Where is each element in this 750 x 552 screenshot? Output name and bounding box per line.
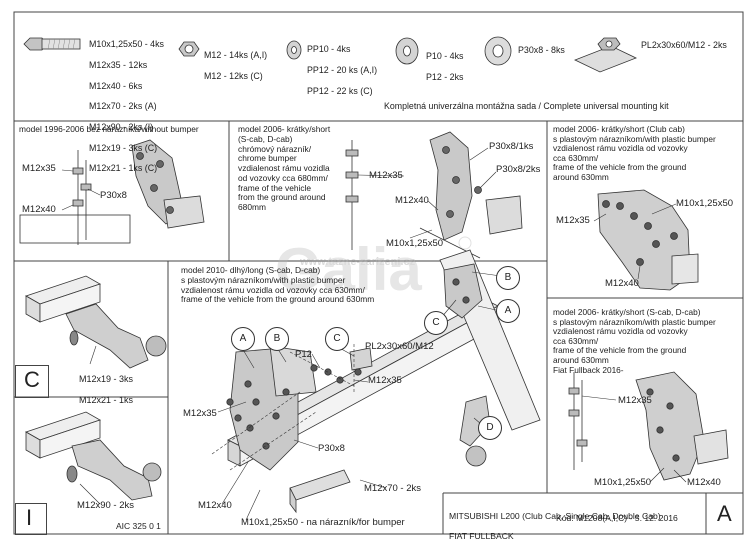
watermark-logo: Galia www.tazne-zarizeni.cz (275, 236, 472, 303)
callout-m12x40: M12x40 (22, 204, 56, 215)
bolt-item: M12x70 - 2ks (A) (89, 101, 157, 112)
panel-c-drawing (25, 275, 167, 369)
bolt-item: M12x40 - 6ks (89, 80, 143, 91)
callout-m12x40: M12x40 (198, 500, 232, 511)
callout-m12x70: M12x70 - 2ks (364, 483, 422, 494)
plate-label: PL2x30x60/M12 - 2ks (641, 40, 727, 50)
spacer-drawing (484, 36, 512, 66)
sheet-drawing: Galia www.tazne-zarizeni.cz (13, 11, 744, 535)
callout-m12x35-left: M12x35 (183, 408, 217, 419)
panel-1996-leaders (61, 169, 101, 211)
plate-drawing (573, 37, 638, 73)
panel-c-letter-box: C (15, 365, 49, 398)
washer-p-drawing (395, 37, 419, 65)
callout-m12x40: M12x40 (687, 477, 721, 488)
callout-m12x21: M12x21 - 1ks (79, 395, 134, 406)
panel-i-letter-box: I (15, 503, 47, 535)
footer-vehicle: MITSUBISHI L200 (Club Cab, Single Cab, D… (449, 502, 704, 552)
panel-i-letter: I (26, 505, 33, 530)
callout-p30x8: P30x8 (318, 443, 345, 454)
callout-m12x35-right: M12x35 (368, 375, 402, 386)
panel-2006dcab-leaders (581, 395, 687, 483)
callout-a-right: A (496, 299, 520, 323)
callout-b-left: B (265, 327, 289, 351)
panel-2006club-leaders (593, 203, 677, 280)
callout-m10x125x50: M10x1,25x50 (386, 238, 444, 249)
callout-m12x35: M12x35 (618, 395, 652, 406)
instruction-sheet: Galia www.tazne-zarizeni.cz (13, 11, 744, 541)
callout-b-right: B (496, 266, 520, 290)
panel-c-labels: M12x19 - 3ks M12x21 - 1ks (79, 364, 133, 416)
callout-p30x8-2ks: P30x8/2ks (496, 164, 541, 175)
callout-m10x125x50: M10x1,25x50 - na nárazník/for bumper (241, 517, 405, 528)
panel-i-drawing (25, 411, 162, 501)
panel-2006dcab-drawing (568, 371, 729, 481)
panel-2010-title: model 2010- dlhý/long (S-cab, D-cab) s p… (181, 265, 375, 305)
callout-m10x125x50: M10x1,25x50 (676, 198, 734, 209)
washer-pp-list: PP10 - 4ks PP12 - 20 ks (A,I) PP12 - 22 … (307, 34, 377, 106)
washer-p-item: P10 - 4ks (426, 51, 464, 62)
bolt-item: M12x90 - 2ks (I) (89, 121, 154, 132)
watermark-text: Galia (275, 236, 422, 303)
callout-m10x125x50: M10x1,25x50 (594, 477, 652, 488)
kit-caption: Kompletná univerzálna montážna sada / Co… (384, 101, 669, 111)
panel-c-letter: C (24, 367, 40, 392)
panel-2006short-drawing (345, 131, 523, 259)
bolt-item: M12x19 - 3ks (C) (89, 142, 158, 153)
footer-letter: A (717, 501, 732, 526)
nut-list: M12 - 14ks (A,I) M12 - 12ks (C) (204, 40, 267, 92)
bolt-list: M10x1,25x50 - 4ks M12x35 - 12ks M12x40 -… (89, 29, 164, 184)
callout-p12: P12 (295, 349, 312, 360)
callout-m12x40: M12x40 (605, 278, 639, 289)
drawing-code: AIC 325 0 1 (116, 521, 161, 531)
bolt-item: M10x1,25x50 - 4ks (89, 39, 164, 50)
callout-m12x19: M12x19 - 3ks (79, 374, 134, 385)
bolt-drawing (23, 37, 81, 51)
panel-1996-title: model 1996-2006 bez nárazníka/without bu… (19, 124, 199, 134)
panel-2006club-drawing (597, 189, 699, 291)
callout-m12x40: M12x40 (395, 195, 429, 206)
panel-1996-drawing (19, 139, 205, 245)
nut-item: M12 - 14ks (A,I) (204, 50, 268, 61)
callout-p30x8: P30x8 (100, 190, 127, 201)
callout-a-left: A (231, 327, 255, 351)
washer-pp-item: PP10 - 4ks (307, 44, 351, 55)
washer-pp-drawing (286, 40, 302, 60)
footer-vehicle-line1: MITSUBISHI L200 (Club Cab, Single Cab, D… (449, 510, 661, 521)
callout-m12x90: M12x90 - 2ks (77, 500, 135, 511)
washer-pp-item: PP12 - 20 ks (A,I) (307, 64, 378, 75)
panel-2006short-leaders (357, 147, 497, 239)
callout-m12x35: M12x35 (556, 215, 590, 226)
panel-2006club-title: model 2006- krátky/short (Club cab) s pl… (553, 124, 716, 183)
callout-p30x8-1ks: P30x8/1ks (489, 141, 534, 152)
panel-2006dcab-title: model 2006- krátky/short (S-cab, D-cab) … (553, 307, 716, 375)
callout-pl2x30x60: PL2x30x60/M12 (365, 341, 434, 352)
footer-code: Kód: M1208(A,I,C) - 5. 12. 2016 (556, 513, 678, 523)
callout-d: D (478, 416, 502, 440)
callout-c-left: C (325, 327, 349, 351)
nut-item: M12 - 12ks (C) (204, 70, 263, 81)
washer-p-list: P10 - 4ks P12 - 2ks (426, 41, 464, 93)
footer-vehicle-line2: FIAT FULLBACK (449, 530, 514, 541)
callout-m12x35: M12x35 (369, 170, 403, 181)
spacer-label: P30x8 - 8ks (518, 45, 565, 55)
washer-p-item: P12 - 2ks (426, 71, 464, 82)
panel-2010-drawing (211, 249, 541, 514)
bolt-item: M12x35 - 12ks (89, 59, 148, 70)
panel-c-leaders (89, 345, 97, 365)
washer-pp-item: PP12 - 22 ks (C) (307, 85, 373, 96)
bolt-item: M12x21 - 1ks (C) (89, 163, 158, 174)
nut-drawing (178, 41, 200, 57)
panel-2006short-title: model 2006- krátky/short (S-cab, D-cab) … (238, 124, 331, 212)
callout-m12x35: M12x35 (22, 163, 56, 174)
callout-c-right: C (424, 311, 448, 335)
panel-i-leaders (79, 483, 101, 505)
watermark-url: www.tazne-zarizeni.cz (299, 256, 416, 268)
